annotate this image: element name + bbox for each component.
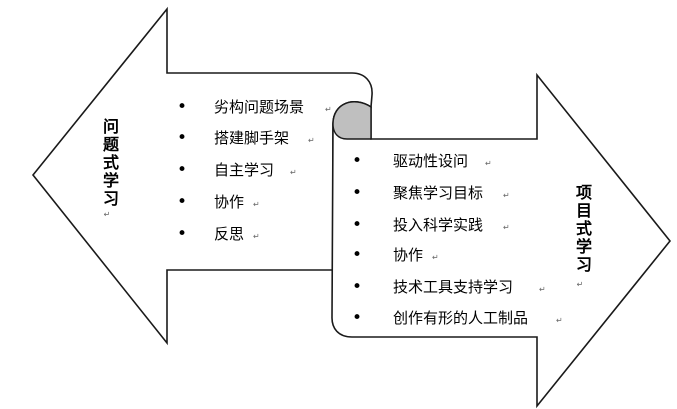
list-item: • 自主学习 ↵ [177, 160, 297, 180]
bullet: • [177, 192, 187, 212]
paragraph-mark: ↵ [104, 210, 111, 219]
right-title-char: 学 [576, 237, 592, 256]
list-item-text: 反思 [214, 225, 244, 243]
paragraph-mark: ↵ [432, 253, 439, 262]
paragraph-mark: ↵ [290, 168, 297, 177]
left-title-char: 学 [103, 171, 119, 190]
list-item-text: 投入科学实践 [393, 216, 483, 234]
list-item: • 协作 ↵ [177, 192, 260, 212]
left-arrow [31, 6, 373, 346]
right-arrow [331, 72, 672, 409]
right-arrow-title: 项 目 式 学 习 ↵ [576, 183, 592, 289]
right-arrow-shape [331, 72, 672, 409]
list-item-text: 劣构问题场景 [214, 98, 304, 116]
paragraph-mark: ↵ [556, 316, 563, 325]
list-item: • 反思 ↵ [177, 224, 260, 244]
right-title-char: 目 [576, 201, 592, 220]
left-title-char: 式 [103, 153, 119, 172]
right-title-char: 式 [576, 219, 592, 238]
list-item: • 创作有形的人工制品 ↵ [352, 308, 563, 328]
list-item: • 协作 ↵ [352, 245, 439, 265]
bullet: • [352, 183, 362, 203]
right-title-char: 项 [576, 183, 592, 202]
paragraph-mark: ↵ [577, 280, 584, 289]
left-arrow-title: 问 题 式 学 习 ↵ [103, 117, 120, 219]
bullet: • [352, 308, 362, 328]
left-title-char: 问 [103, 117, 119, 136]
bullet: • [177, 160, 187, 180]
paragraph-mark: ↵ [503, 191, 510, 200]
list-item: • 驱动性设问 ↵ [352, 151, 492, 171]
list-item: • 技术工具支持学习 ↵ [352, 277, 546, 297]
paragraph-mark: ↵ [325, 105, 332, 114]
paragraph-mark: ↵ [485, 159, 492, 168]
list-item: • 劣构问题场景 ↵ [177, 97, 332, 117]
bullet: • [352, 245, 362, 265]
bullet: • [352, 277, 362, 297]
left-bullet-list: • 劣构问题场景 ↵ • 搭建脚手架 ↵ • 自主学习 ↵ • 协作 ↵ • 反… [177, 97, 332, 244]
ribbon-curl [332, 101, 372, 140]
paragraph-mark: ↵ [308, 136, 315, 145]
bullet: • [352, 151, 362, 171]
left-title-char: 习 [103, 189, 119, 208]
right-title-char: 习 [576, 255, 592, 274]
bullet: • [177, 224, 187, 244]
paragraph-mark: ↵ [503, 223, 510, 232]
list-item-text: 聚焦学习目标 [393, 184, 483, 202]
list-item-text: 技术工具支持学习 [393, 278, 513, 296]
list-item-text: 自主学习 [214, 161, 274, 179]
list-item: • 聚焦学习目标 ↵ [352, 183, 510, 203]
bullet: • [352, 215, 362, 235]
left-arrow-shape [31, 6, 373, 346]
list-item-text: 协作 [214, 193, 244, 211]
list-item: • 投入科学实践 ↵ [352, 215, 510, 235]
right-bullet-list: • 驱动性设问 ↵ • 聚焦学习目标 ↵ • 投入科学实践 ↵ • 协作 ↵ •… [352, 151, 563, 328]
paragraph-mark: ↵ [539, 285, 546, 294]
bullet: • [177, 128, 187, 148]
paragraph-mark: ↵ [253, 200, 260, 209]
list-item: • 搭建脚手架 ↵ [177, 128, 315, 148]
list-item-text: 协作 [393, 246, 423, 264]
list-item-text: 创作有形的人工制品 [393, 309, 528, 327]
list-item-text: 搭建脚手架 [214, 129, 289, 147]
list-item-text: 驱动性设问 [393, 152, 468, 170]
left-title-char: 题 [103, 135, 120, 154]
paragraph-mark: ↵ [253, 232, 260, 241]
bullet: • [177, 97, 187, 117]
